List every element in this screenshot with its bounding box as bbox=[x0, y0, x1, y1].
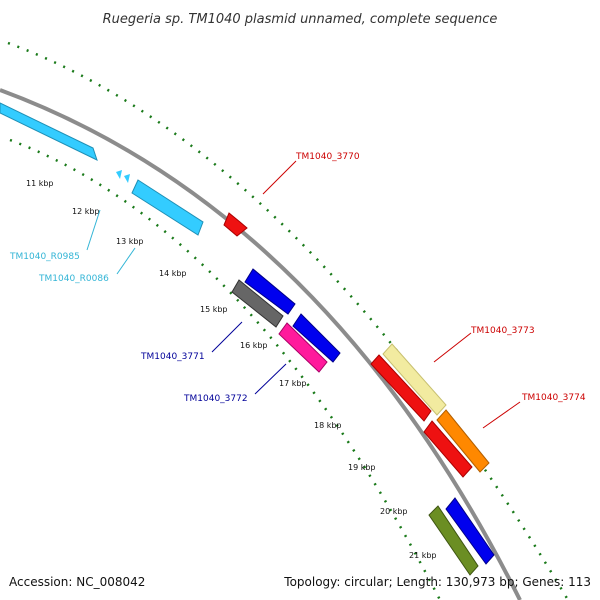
tick-labels: 11 kbp 12 kbp 13 kbp 14 kbp 15 kbp 16 kb… bbox=[26, 179, 437, 560]
label-TM1040_3774[interactable]: TM1040_3774 bbox=[521, 393, 586, 403]
gc-track-inner bbox=[9, 138, 442, 600]
label-TM1040_R0985[interactable]: TM1040_R0985 bbox=[9, 252, 80, 262]
tick-18: 18 kbp bbox=[314, 421, 342, 430]
tick-15: 15 kbp bbox=[200, 305, 228, 314]
tick-17: 17 kbp bbox=[279, 379, 307, 388]
backbone-arc bbox=[0, 88, 522, 600]
tick-19: 19 kbp bbox=[348, 463, 376, 472]
map-title: Ruegeria sp. TM1040 plasmid unnamed, com… bbox=[103, 12, 498, 27]
gene-blue-2[interactable] bbox=[292, 313, 341, 363]
gene-features bbox=[0, 102, 495, 576]
gene-cyan-tiny2[interactable] bbox=[124, 174, 130, 183]
gene-grey-1[interactable] bbox=[231, 279, 284, 328]
tick-11: 11 kbp bbox=[26, 179, 54, 188]
gene-olive-1[interactable] bbox=[428, 505, 479, 576]
tick-13: 13 kbp bbox=[116, 237, 144, 246]
gene-red-2[interactable] bbox=[423, 420, 473, 478]
label-TM1040_R0086[interactable]: TM1040_R0086 bbox=[38, 274, 109, 284]
gene-blue-1[interactable] bbox=[244, 268, 296, 315]
topology-text: Topology: circular; Length: 130,973 bp; … bbox=[283, 575, 591, 589]
label-leaders bbox=[86, 160, 521, 429]
label-TM1040_3773[interactable]: TM1040_3773 bbox=[470, 326, 535, 336]
gc-track-outer bbox=[7, 41, 570, 600]
tick-12: 12 kbp bbox=[72, 207, 100, 216]
tick-14: 14 kbp bbox=[159, 269, 187, 278]
gene-yellow-1[interactable] bbox=[382, 343, 447, 416]
gene-red-small[interactable] bbox=[223, 212, 248, 237]
gene-cyan-b[interactable] bbox=[131, 179, 204, 236]
gene-orange-1[interactable] bbox=[436, 409, 490, 473]
gene-pink-1[interactable] bbox=[278, 322, 328, 373]
gene-cyan-a[interactable] bbox=[0, 102, 98, 161]
gene-cyan-tiny1[interactable] bbox=[116, 170, 122, 179]
accession-text: Accession: NC_008042 bbox=[9, 575, 145, 589]
label-TM1040_3772[interactable]: TM1040_3772 bbox=[183, 394, 248, 404]
label-TM1040_3770[interactable]: TM1040_3770 bbox=[295, 152, 360, 162]
label-TM1040_3771[interactable]: TM1040_3771 bbox=[140, 352, 205, 362]
tick-16: 16 kbp bbox=[240, 341, 268, 350]
tick-20: 20 kbp bbox=[380, 507, 408, 516]
tick-21: 21 kbp bbox=[409, 551, 437, 560]
gene-labels: TM1040_3770 TM1040_R0985 TM1040_R0086 TM… bbox=[9, 152, 586, 404]
gene-red-1[interactable] bbox=[370, 354, 432, 422]
gene-blue-3[interactable] bbox=[445, 497, 495, 565]
